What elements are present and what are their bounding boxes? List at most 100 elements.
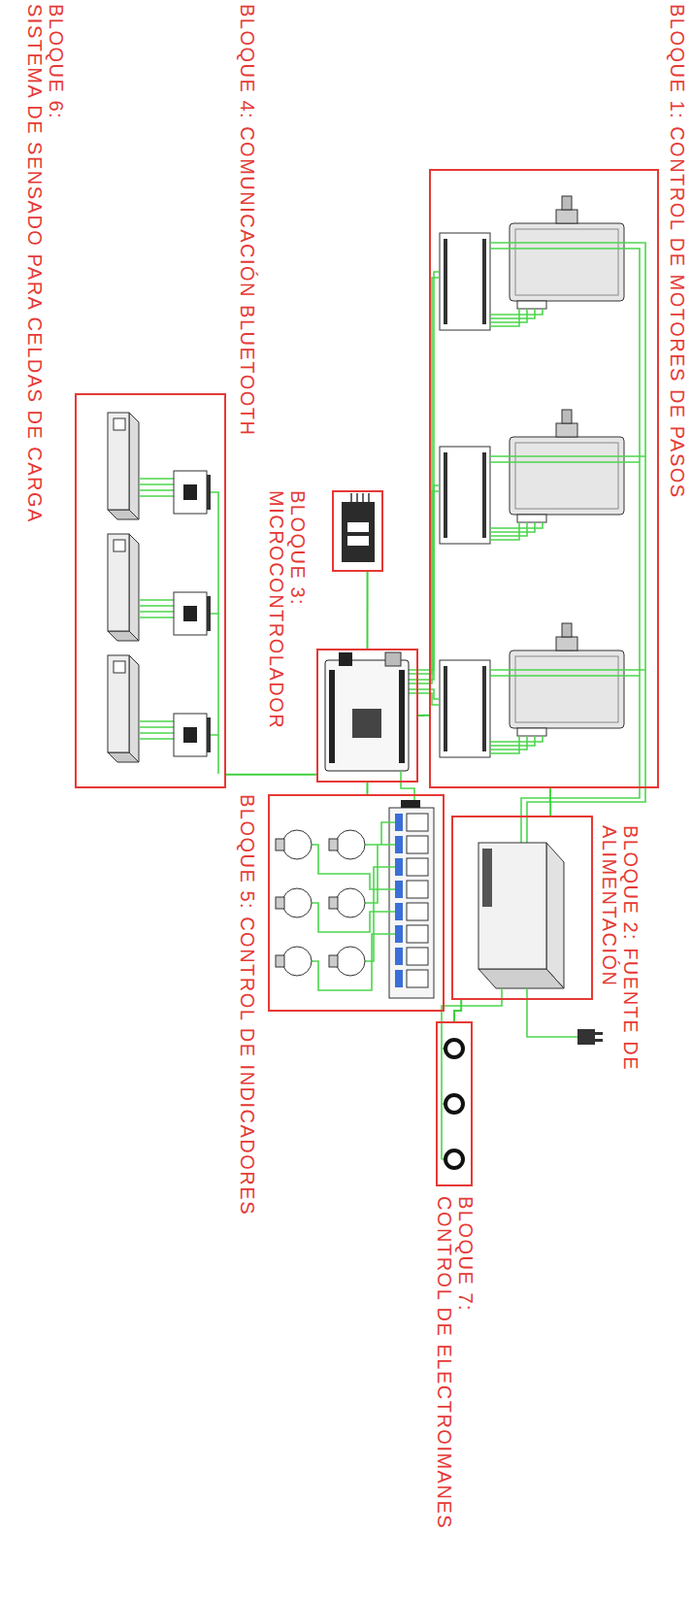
block-box: BLOQUE 4: COMUNICACIÓN BLUETOOTH (331, 490, 384, 572)
title-text: BLOQUE 2: FUENTE DE ALIMENTACIÓN (598, 824, 642, 1071)
cell-end (107, 630, 139, 641)
lamp-base (329, 896, 338, 909)
module (341, 501, 375, 562)
wire (210, 492, 219, 774)
indicator-lamps (275, 829, 365, 976)
signal-wire (408, 485, 440, 684)
electromagnets (445, 1039, 463, 1168)
motor-shaft (561, 409, 572, 424)
wire-connector (549, 788, 552, 816)
lamp-base (329, 838, 338, 851)
relay (406, 857, 429, 876)
signal-wire (408, 689, 440, 705)
block-title: BLOQUE 2: FUENTE DE ALIMENTACIÓN (598, 824, 642, 1155)
electromagnet (445, 1094, 463, 1113)
wire (138, 721, 174, 739)
relay (406, 969, 429, 988)
motor-connector (517, 514, 547, 523)
stepper-motor (509, 623, 625, 736)
line-break-spacer (474, 1360, 477, 1584)
block-title: BLOQUE 6: SISTEMA DE SENSADO PARA CELDAS… (24, 3, 67, 626)
lamp-bulb (282, 888, 312, 918)
wire (490, 522, 543, 540)
wire-connector (226, 773, 317, 776)
mains-cable (527, 988, 578, 1037)
stepper-driver (439, 659, 491, 758)
lamp-bulb (282, 829, 312, 859)
relay-board (389, 799, 434, 998)
block-box: BLOQUE 6: SISTEMA DE SENSADO PARA CELDAS… (74, 393, 227, 789)
lamp-bulb (335, 888, 365, 918)
lamp-bulb (335, 946, 365, 976)
power-supply (441, 842, 603, 1159)
cell-end (107, 752, 139, 762)
cell-hole (113, 418, 126, 430)
relay (406, 813, 429, 831)
block-box: BLOQUE 1: CONTROL DE MOTORES DE PASOS (428, 168, 660, 789)
usb-port (385, 652, 401, 666)
motor-body (509, 223, 625, 301)
stepper-driver (439, 446, 491, 544)
chip (352, 708, 382, 738)
wire (364, 822, 396, 961)
pin-header (443, 665, 448, 752)
power-wire (490, 242, 646, 843)
board (389, 807, 434, 998)
motor-boss (556, 209, 578, 224)
motor-shaft (561, 623, 572, 637)
module (173, 592, 207, 635)
relay (406, 947, 429, 965)
title-text: BLOQUE 5: CONTROL DE INDICADORES (236, 793, 259, 1216)
stepper-motor (509, 196, 625, 309)
pin-header (443, 452, 448, 538)
psu-side (478, 968, 564, 989)
motor-face (515, 229, 619, 296)
cell-end (107, 509, 139, 520)
pin-header (206, 717, 211, 753)
block-box: BLOQUE 2: FUENTE DE ALIMENTACIÓN (451, 815, 594, 1000)
module (173, 713, 207, 757)
relay (406, 835, 429, 854)
wire (138, 478, 174, 496)
pin-header (329, 669, 335, 763)
lamp-bulb (335, 829, 365, 859)
cell-front (107, 412, 130, 510)
motor-face (515, 656, 619, 723)
title-text: BLOQUE 7: CONTROL DE ELECTROIMANES (433, 1195, 477, 1529)
module-part (347, 522, 369, 532)
pin-header (443, 238, 448, 325)
block-title: BLOQUE 3: MICROCONTROLADOR (265, 490, 309, 782)
lamp-base (329, 955, 338, 967)
microcontroller-board (325, 652, 415, 800)
cell-front (107, 533, 130, 631)
pin-header (398, 669, 405, 763)
driver-board (439, 232, 491, 330)
pin-header (400, 799, 421, 808)
title-text: BLOQUE 6: SISTEMA DE SENSADO PARA CELDAS… (24, 3, 67, 524)
lamp-bulb (282, 946, 312, 976)
block-title: BLOQUE 1: CONTROL DE MOTORES DE PASOS (666, 3, 689, 606)
motor-connector (517, 727, 547, 736)
wire (490, 735, 543, 754)
relay (406, 880, 429, 898)
line-break-spacer (65, 168, 67, 626)
motor-body (509, 650, 625, 728)
pin-header (482, 452, 487, 538)
power-jack (338, 652, 353, 666)
cell-hole (113, 660, 126, 673)
cell-wires (138, 478, 219, 774)
block-title: BLOQUE 7: CONTROL DE ELECTROIMANES (433, 1195, 477, 1584)
bluetooth-module (341, 493, 375, 562)
wire (311, 844, 396, 990)
psu-terminals (482, 848, 493, 907)
relay (406, 902, 429, 921)
cell-front (107, 655, 130, 753)
plug-prong (594, 1038, 603, 1042)
load-cells (107, 412, 139, 762)
pin-header (482, 238, 487, 325)
stepper-driver (439, 232, 491, 330)
module (173, 470, 207, 514)
pin-header (206, 595, 211, 631)
driver-board (439, 659, 491, 758)
